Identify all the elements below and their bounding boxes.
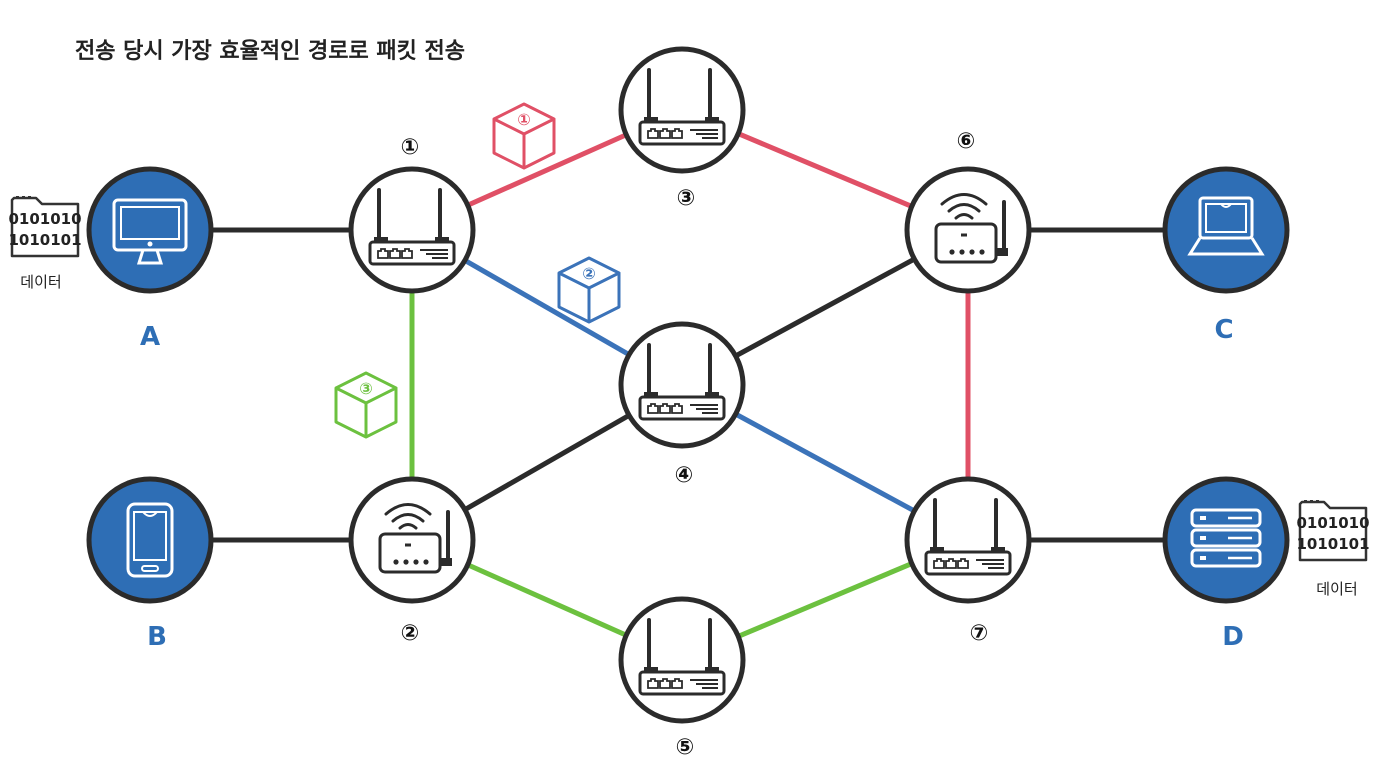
- device-circle: [86, 166, 214, 294]
- router-number-label: ③: [677, 186, 696, 211]
- packet-p1: ①: [492, 102, 556, 170]
- router-circle: [618, 46, 746, 174]
- router-circle: [618, 321, 746, 449]
- binary-line-2: 1010101: [8, 231, 81, 249]
- router-icon: [638, 343, 726, 421]
- router-number-label: ⑦: [970, 621, 989, 646]
- router-number-label: ①: [401, 135, 420, 160]
- router-node-r1: [348, 166, 476, 294]
- router-node-r2: [348, 476, 476, 604]
- router-circle: [348, 166, 476, 294]
- data-file-icon: 0101010 1010101: [8, 196, 82, 258]
- packet-cube-icon: [492, 102, 556, 170]
- router-node-r3: [618, 46, 746, 174]
- router-circle: [348, 476, 476, 604]
- router-number-label: ②: [401, 621, 420, 646]
- packet-cube-icon: [557, 256, 621, 324]
- server-icon: [1190, 508, 1262, 568]
- data-file-label: 데이터: [20, 273, 61, 291]
- packet-p2: ②: [557, 256, 621, 324]
- device-circle: [86, 476, 214, 604]
- device-label: D: [1222, 622, 1244, 652]
- router-circle: [618, 596, 746, 724]
- binary-line-2: 1010101: [1296, 535, 1369, 553]
- packet-cube-icon: [334, 371, 398, 439]
- device-label: A: [140, 322, 160, 352]
- device-label: B: [147, 622, 167, 652]
- diagram-title: 전송 당시 가장 효율적인 경로로 패킷 전송: [75, 39, 465, 64]
- desktop-monitor-icon: [112, 198, 188, 265]
- packet-number: ①: [517, 110, 531, 129]
- binary-line-1: 0101010: [8, 210, 81, 228]
- router-circle: [904, 166, 1032, 294]
- device-node-C: [1162, 166, 1290, 294]
- packet-number: ③: [359, 379, 373, 398]
- labels-layer: ① ② ③ ④ ⑤ ⑥ ⑦ A B C D 0101010 1010101 데이터 0101010 10101…: [8, 102, 1370, 760]
- router-icon: [638, 68, 726, 146]
- device-node-D: [1162, 476, 1290, 604]
- router-icon: [638, 618, 726, 696]
- router-number-label: ④: [675, 463, 694, 488]
- device-label: C: [1214, 315, 1233, 345]
- data-file-label: 데이터: [1316, 580, 1357, 598]
- device-circle: [1162, 166, 1290, 294]
- router-node-r7: [904, 476, 1032, 604]
- wifi-router-icon: [934, 193, 1008, 264]
- smartphone-icon: [126, 502, 174, 578]
- device-node-B: [86, 476, 214, 604]
- data-file-icon: 0101010 1010101: [1296, 500, 1370, 562]
- router-icon: [924, 498, 1012, 576]
- binary-line-1: 0101010: [1296, 514, 1369, 532]
- device-circle: [1162, 476, 1290, 604]
- wifi-router-icon: [378, 503, 452, 574]
- router-icon: [368, 188, 456, 266]
- nodes-layer: [86, 46, 1290, 724]
- router-circle: [904, 476, 1032, 604]
- router-node-r5: [618, 596, 746, 724]
- router-node-r6: [904, 166, 1032, 294]
- packet-p3: ③: [334, 371, 398, 439]
- router-number-label: ⑥: [957, 129, 976, 154]
- laptop-icon: [1187, 196, 1265, 256]
- packet-number: ②: [582, 264, 596, 283]
- router-node-r4: [618, 321, 746, 449]
- router-number-label: ⑤: [676, 735, 695, 760]
- device-node-A: [86, 166, 214, 294]
